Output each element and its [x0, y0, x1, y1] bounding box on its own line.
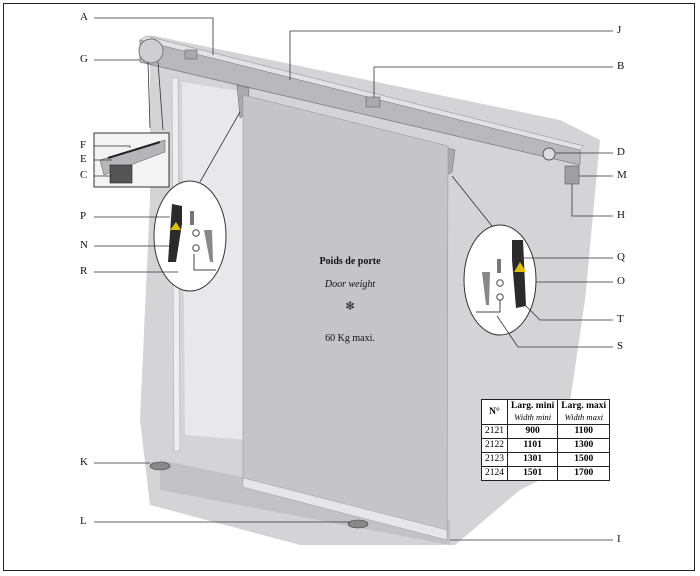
- row-number: 2124: [481, 466, 508, 481]
- callout-s: S: [617, 340, 624, 352]
- row-width-min: 900: [506, 424, 559, 439]
- callout-a: A: [80, 11, 88, 23]
- callout-n: N: [80, 239, 88, 251]
- callout-p: P: [80, 210, 87, 222]
- callout-f: F: [80, 139, 87, 151]
- callout-t: T: [617, 313, 624, 325]
- floor-guide-k: [149, 461, 171, 471]
- callout-l: L: [80, 515, 87, 527]
- door-max-weight: 60 Kg maxi.: [325, 333, 375, 344]
- row-width-max: 1500: [557, 452, 611, 467]
- table-row: 2123 1301 1500: [481, 452, 611, 467]
- detail-bubble-left: [153, 180, 227, 292]
- callout-b: B: [617, 60, 625, 72]
- door-bottom-seal: [242, 477, 448, 541]
- diagram-frame: [3, 3, 695, 571]
- callout-q: Q: [617, 251, 625, 263]
- row-width-min: 1301: [506, 452, 559, 467]
- row-number: 2123: [481, 452, 508, 467]
- callout-j: J: [617, 24, 622, 36]
- door-panel: [242, 94, 449, 541]
- callout-c: C: [80, 169, 88, 181]
- floor-guide-l: [347, 519, 369, 529]
- snowflake-icon: ❄: [344, 299, 356, 313]
- table-row: 2124 1501 1700: [481, 466, 611, 481]
- row-width-min: 1101: [506, 438, 559, 453]
- handle-p: [168, 204, 182, 262]
- callout-h: H: [617, 209, 625, 221]
- door-weight-title: Poids de porte: [319, 256, 381, 267]
- callout-k: K: [80, 456, 88, 468]
- callout-g: G: [80, 53, 88, 65]
- row-number: 2121: [481, 424, 508, 439]
- table-row: 2121 900 1100: [481, 424, 611, 439]
- stopper-d: [542, 147, 556, 161]
- bracket-a: [184, 49, 198, 60]
- row-width-max: 1100: [557, 424, 611, 439]
- callout-r: R: [80, 265, 88, 277]
- door-weight-subtitle: Door weight: [324, 279, 376, 290]
- row-number: 2122: [481, 438, 508, 453]
- table-row: 2122 1101 1300: [481, 438, 611, 453]
- callout-d: D: [617, 146, 625, 158]
- leader-lines: [94, 17, 613, 541]
- row-width-min: 1501: [506, 466, 559, 481]
- row-width-max: 1300: [557, 438, 611, 453]
- callout-m: M: [617, 169, 627, 181]
- row-width-max: 1700: [557, 466, 611, 481]
- header-number: N°: [481, 399, 508, 425]
- rail-end-cap-left: [138, 38, 164, 64]
- handle-q: [512, 240, 526, 308]
- callout-e: E: [80, 153, 87, 165]
- bracket-b: [365, 96, 381, 108]
- callout-o: O: [617, 275, 625, 287]
- callout-i: I: [617, 533, 621, 545]
- rail-top: [139, 35, 585, 151]
- end-block-m: [564, 165, 580, 185]
